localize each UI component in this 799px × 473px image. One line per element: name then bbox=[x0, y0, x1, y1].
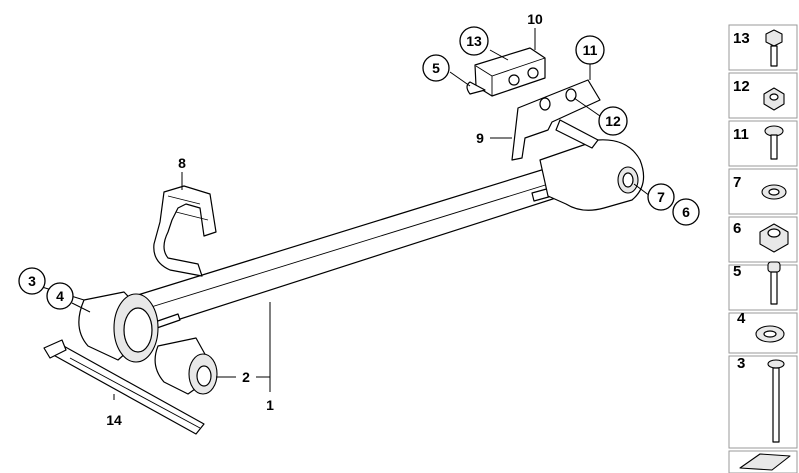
callout-10-label: 10 bbox=[527, 11, 543, 27]
panel-item-7-label: 7 bbox=[733, 174, 741, 191]
callout-14-label: 14 bbox=[106, 412, 122, 428]
panel-item-5: 5 bbox=[728, 261, 798, 311]
long-bolt-icon bbox=[767, 359, 785, 443]
panel-item-11: 11 bbox=[728, 120, 798, 167]
callout-9: 9 bbox=[476, 130, 484, 146]
callout-12: 12 bbox=[598, 106, 628, 136]
callout-7: 7 bbox=[647, 183, 675, 211]
socket-head-screw-icon bbox=[767, 261, 781, 305]
panel-item-5-label: 5 bbox=[733, 263, 741, 280]
small-bushing bbox=[154, 337, 218, 395]
hex-nut-icon bbox=[763, 87, 785, 111]
panel-item-7: 7 bbox=[728, 168, 798, 215]
set-icon bbox=[739, 453, 791, 471]
tube-clip bbox=[153, 185, 217, 277]
panel-item-6: 6 bbox=[728, 216, 798, 263]
hex-bolt-icon bbox=[765, 29, 783, 67]
callout-12-label: 12 bbox=[605, 113, 621, 129]
panel-item-4: 4 bbox=[728, 310, 798, 354]
panel-item-13: 13 bbox=[728, 24, 798, 71]
parts-panel: 13 12 11 7 bbox=[728, 24, 798, 473]
callout-9-label: 9 bbox=[476, 130, 484, 146]
panel-item-set bbox=[728, 450, 798, 473]
callout-1: 1 bbox=[266, 397, 274, 413]
panel-item-3: 3 bbox=[728, 355, 798, 449]
panel-item-6-label: 6 bbox=[733, 220, 741, 237]
mounting-bracket bbox=[466, 47, 601, 161]
callout-10: 10 bbox=[527, 11, 543, 27]
panel-item-12: 12 bbox=[728, 72, 798, 119]
callout-4: 4 bbox=[46, 282, 74, 310]
pan-head-screw-icon bbox=[764, 125, 784, 160]
callout-3-label: 3 bbox=[28, 273, 36, 289]
large-bushing bbox=[78, 291, 159, 363]
callout-3: 3 bbox=[18, 267, 46, 295]
callout-11-label: 11 bbox=[583, 42, 598, 58]
callout-5: 5 bbox=[422, 54, 450, 82]
self-locking-nut-icon bbox=[759, 223, 789, 253]
cable-tie bbox=[43, 339, 205, 435]
callout-6: 6 bbox=[672, 198, 700, 226]
callout-1-label: 1 bbox=[266, 397, 274, 413]
callout-2: 2 bbox=[242, 369, 250, 385]
callout-13-label: 13 bbox=[466, 33, 482, 49]
flat-washer-icon bbox=[755, 325, 785, 343]
callout-5-label: 5 bbox=[432, 60, 440, 76]
panel-item-11-label: 11 bbox=[733, 126, 749, 143]
panel-item-13-label: 13 bbox=[733, 30, 750, 47]
callout-7-label: 7 bbox=[657, 189, 665, 205]
callout-6-label: 6 bbox=[682, 204, 690, 220]
callout-2-label: 2 bbox=[242, 369, 250, 385]
callout-11: 11 bbox=[575, 35, 605, 65]
trailing-arm-tube bbox=[127, 139, 645, 331]
callout-8: 8 bbox=[178, 155, 186, 171]
panel-item-4-label: 4 bbox=[737, 310, 746, 327]
callout-4-label: 4 bbox=[56, 288, 64, 304]
callout-14: 14 bbox=[106, 412, 122, 428]
panel-item-3-label: 3 bbox=[737, 355, 745, 372]
panel-item-12-label: 12 bbox=[733, 78, 750, 95]
callout-8-label: 8 bbox=[178, 155, 186, 171]
washer-icon bbox=[761, 184, 787, 200]
callout-13: 13 bbox=[459, 26, 489, 56]
